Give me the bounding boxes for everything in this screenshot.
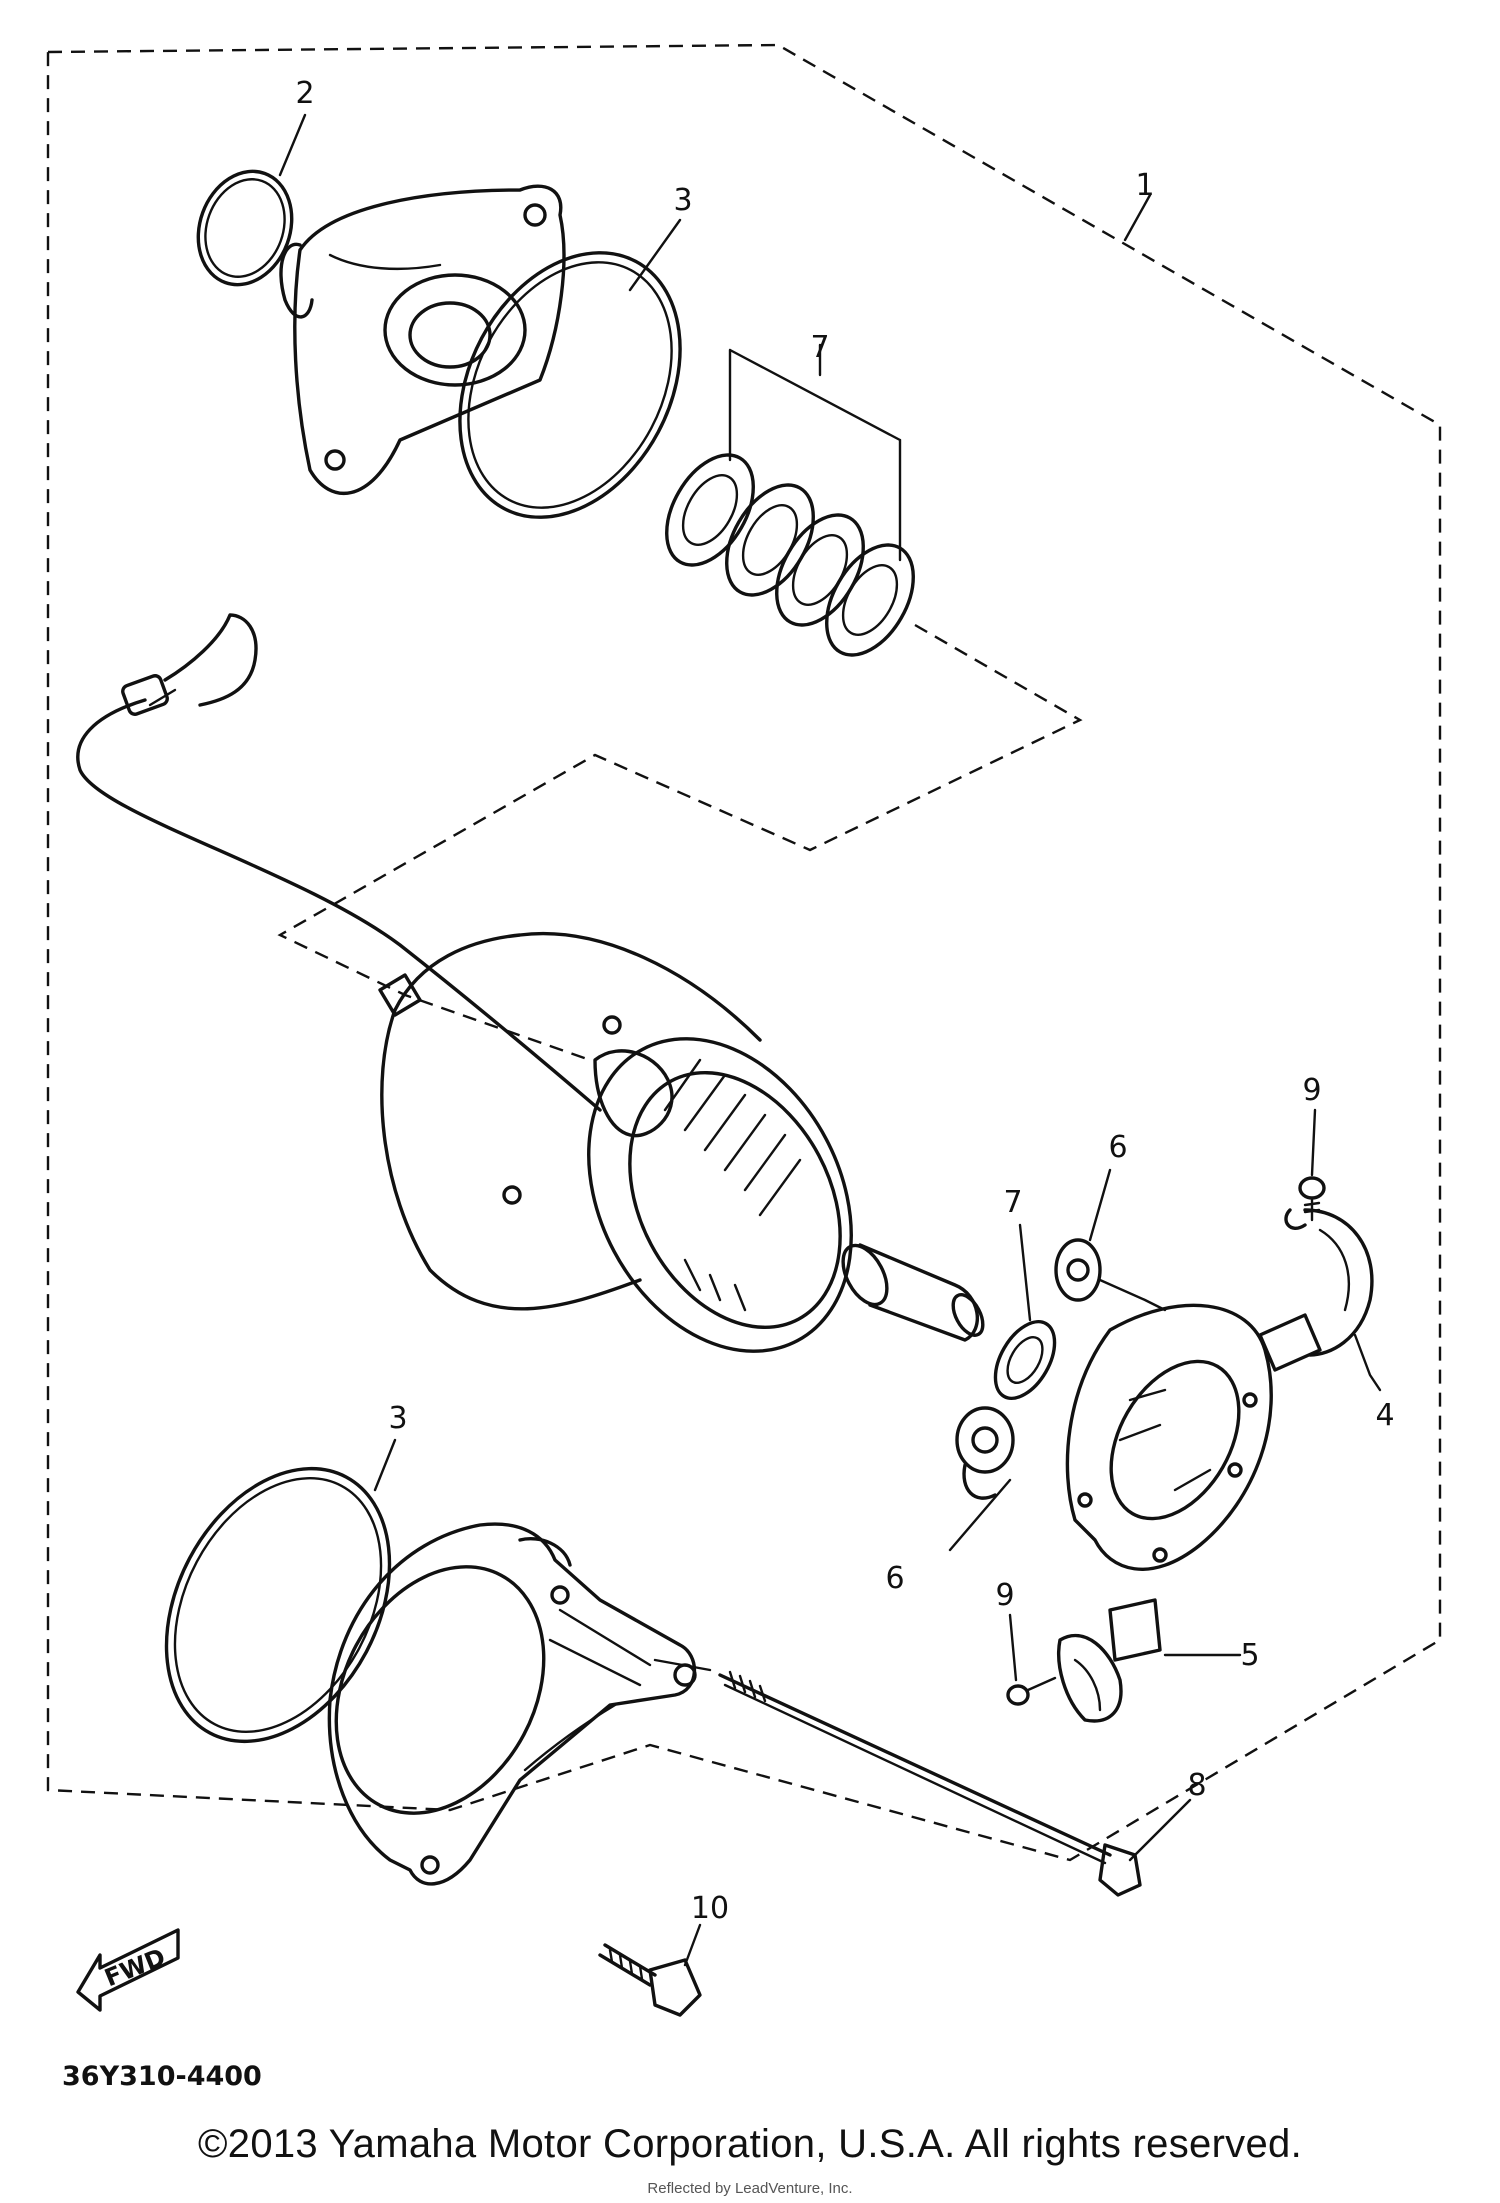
callout-7-mid: 7 [1003,1185,1022,1220]
callout-2: 2 [295,76,314,111]
shim-washers-part-7 [665,348,915,657]
bolt-part-10 [598,1943,702,2017]
screw-part-9-lower [1006,1676,1057,1706]
callout-3-top: 3 [673,183,692,218]
through-bolt-part-8 [718,1670,1142,1897]
callout-7-top: 7 [810,330,829,365]
callout-9-upper: 9 [1302,1073,1321,1108]
brush-part-4 [1258,1208,1374,1372]
callout-1: 1 [1135,168,1154,203]
callout-6-upper: 6 [1108,1130,1127,1165]
o-ring-part-3-bottom [164,1466,392,1744]
callout-3-bottom: 3 [388,1401,407,1436]
credit-watermark: Reflected by LeadVenture, Inc. [647,2180,853,2197]
o-ring-part-2 [196,169,294,287]
callout-5: 5 [1240,1638,1259,1673]
armature-shaft-part [841,1243,985,1342]
forward-arrow-icon: FWD [76,1928,180,2012]
callout-6-lower: 6 [885,1561,904,1596]
screw-part-9-upper [1298,1176,1326,1222]
o-ring-part-3-top [458,251,682,519]
armature-subassembly-boundary [277,623,1083,1062]
motor-yoke-part [378,932,853,1353]
assembly-boundary [46,43,1442,1862]
brush-part-5 [1057,1598,1162,1723]
brush-holder-plate-part [1065,1303,1273,1571]
callout-numbers: 1 2 3 7 6 7 9 4 6 9 5 8 3 10 [295,76,1394,1926]
copyright-notice: ©2013 Yamaha Motor Corporation, U.S.A. A… [198,2122,1302,2166]
callout-4: 4 [1375,1398,1394,1433]
washer-part-7-mid [993,1319,1057,1401]
brush-spring-part-6-lower [955,1406,1015,1500]
callout-10: 10 [691,1891,729,1926]
callout-8: 8 [1187,1768,1206,1803]
callout-leader-lines [278,113,1382,1967]
diagram-part-code: 36Y310-4400 [62,2061,262,2092]
rear-cover-part [327,1522,712,1886]
callout-9-lower: 9 [995,1578,1014,1613]
front-cover-part [279,184,566,495]
brush-spring-part-6-upper [1054,1238,1167,1312]
